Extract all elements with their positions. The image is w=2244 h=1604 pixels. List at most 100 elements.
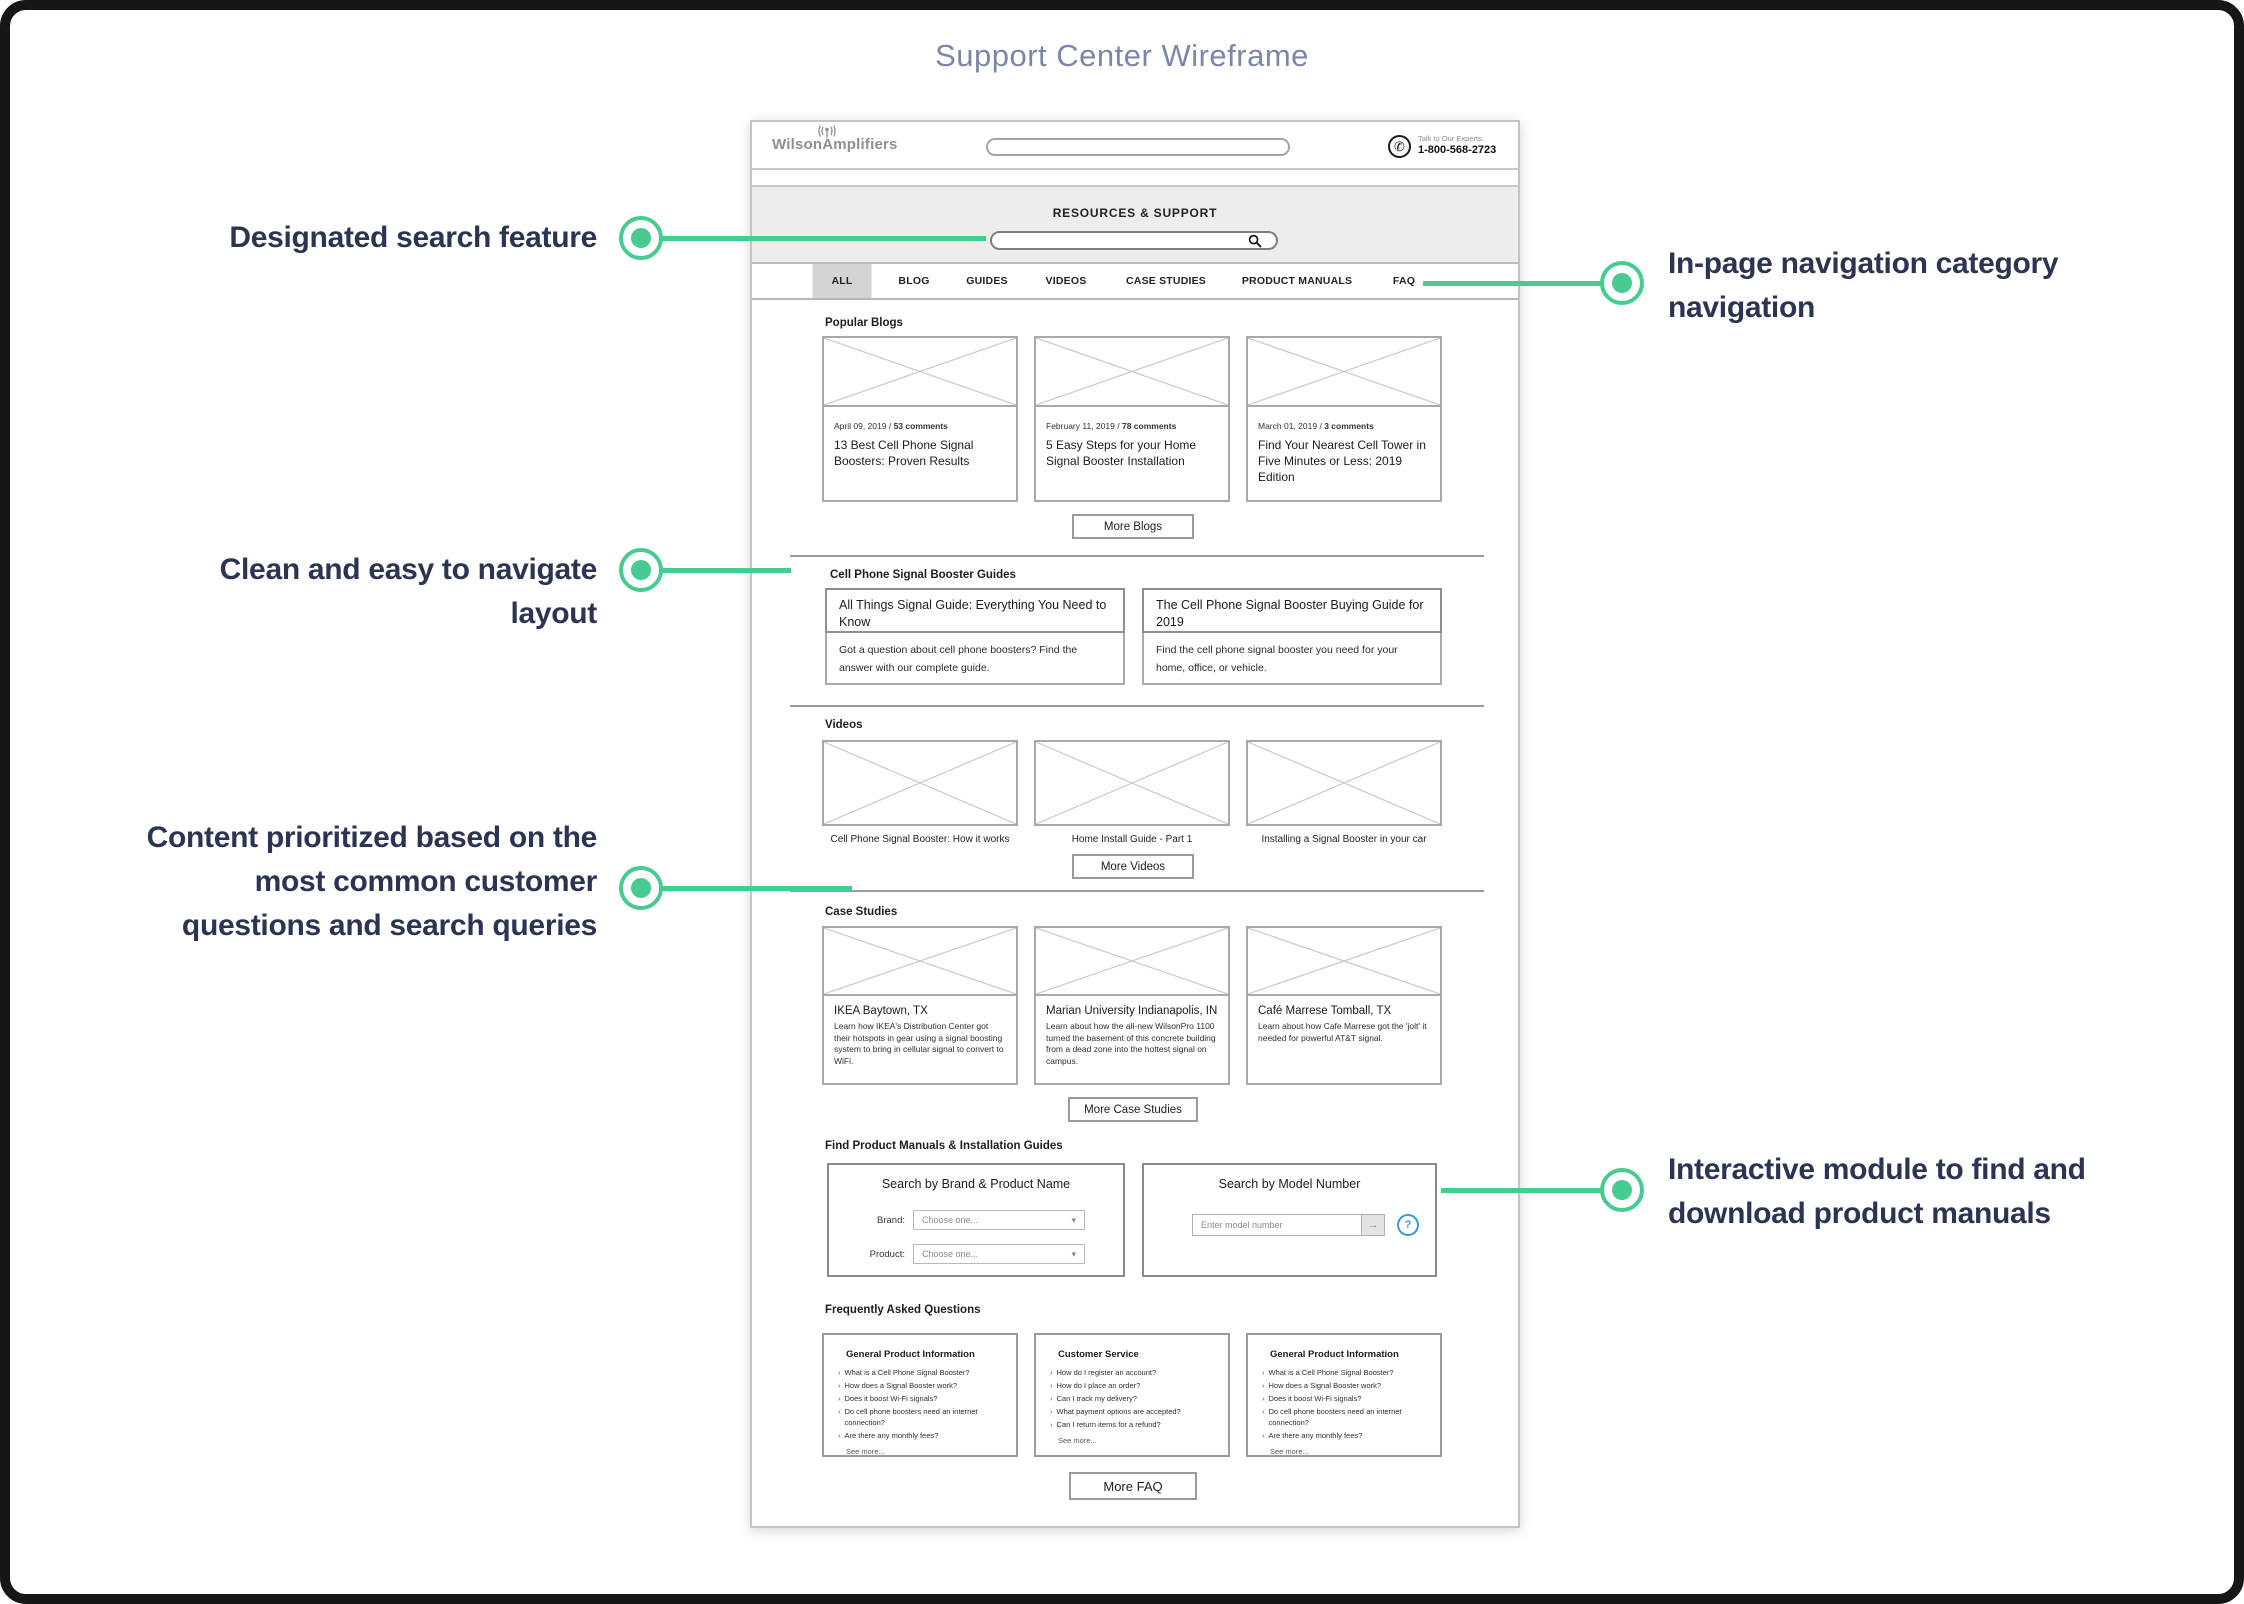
blog-title[interactable]: 13 Best Cell Phone Signal Boosters: Prov…	[834, 438, 974, 468]
resources-search-input[interactable]	[990, 231, 1278, 250]
site-logo[interactable]: WilsonAmplifiers	[772, 125, 898, 153]
faq-question[interactable]: ›What is a Cell Phone Signal Booster?	[1262, 1368, 1394, 1377]
faq-see-more-link[interactable]: See more...	[1270, 1447, 1309, 1456]
faq-question[interactable]: ›Do cell phone boosters need an internet…	[838, 1407, 978, 1427]
product-select[interactable]: Choose one... ▾	[913, 1244, 1085, 1264]
annotation-inpage-nav: In-page navigation category navigation	[1668, 242, 2208, 330]
faq-question[interactable]: ›Are there any monthly fees?	[1262, 1431, 1363, 1440]
tab-case-studies[interactable]: CASE STUDIES	[1126, 275, 1206, 287]
experts-label: Talk to Our Experts:	[1418, 134, 1484, 143]
logo-wilson: Wilson	[772, 136, 823, 153]
faq-question[interactable]: ›Do cell phone boosters need an internet…	[1262, 1407, 1402, 1427]
guide-card[interactable]: The Cell Phone Signal Booster Buying Gui…	[1142, 588, 1442, 685]
case-title[interactable]: Marian University Indianapolis, IN	[1046, 1005, 1218, 1017]
faq-box: Customer Service ›How do I register an a…	[1034, 1333, 1230, 1457]
guide-card[interactable]: All Things Signal Guide: Everything You …	[825, 588, 1125, 685]
case-study-card[interactable]: IKEA Baytown, TX Learn how IKEA's Distri…	[822, 926, 1018, 1085]
annotation-line-layout	[641, 568, 791, 573]
chevron-right-icon: ›	[1262, 1394, 1265, 1403]
blog-card[interactable]: March 01, 2019 / 3 comments Find Your Ne…	[1246, 336, 1442, 502]
annotation-marker-nav	[1600, 261, 1644, 305]
blog-date: March 01, 2019	[1258, 421, 1318, 431]
video-caption[interactable]: Cell Phone Signal Booster: How it works	[830, 834, 1010, 845]
blog-date: February 11, 2019	[1046, 421, 1115, 431]
chevron-down-icon: ▾	[1071, 1214, 1076, 1225]
tab-all[interactable]: ALL	[812, 264, 872, 298]
guide-title[interactable]: The Cell Phone Signal Booster Buying Gui…	[1142, 588, 1442, 633]
chevron-right-icon: ›	[1050, 1394, 1053, 1403]
guide-title[interactable]: All Things Signal Guide: Everything You …	[825, 588, 1125, 633]
video-caption[interactable]: Home Install Guide - Part 1	[1071, 834, 1193, 845]
blog-meta: February 11, 2019 / 78 comments	[1046, 421, 1218, 431]
phone-number: 1-800-568-2723	[1418, 144, 1497, 156]
blog-date: April 09, 2019	[834, 421, 887, 431]
model-number-input[interactable]	[1192, 1214, 1362, 1236]
header-spacer-strip	[752, 170, 1518, 187]
tab-blog[interactable]: BLOG	[898, 275, 930, 287]
tab-videos[interactable]: VIDEOS	[1045, 275, 1087, 287]
image-placeholder-icon	[824, 928, 1016, 994]
brand-select[interactable]: Choose one... ▾	[913, 1210, 1085, 1230]
case-title[interactable]: Café Marrese Tomball, TX	[1258, 1005, 1392, 1017]
chevron-right-icon: ›	[1262, 1407, 1265, 1416]
search-icon[interactable]	[1248, 234, 1262, 248]
more-blogs-button[interactable]: More Blogs	[1072, 514, 1194, 539]
tab-guides[interactable]: GUIDES	[966, 275, 1008, 287]
chevron-right-icon: ›	[1050, 1407, 1053, 1416]
phone-texts: Talk to Our Experts: 1-800-568-2723	[1418, 134, 1496, 156]
annotation-line-content	[641, 886, 852, 891]
video-caption[interactable]: Installing a Signal Booster in your car	[1261, 834, 1427, 845]
blog-title[interactable]: 5 Easy Steps for your Home Signal Booste…	[1046, 438, 1197, 468]
faq-question[interactable]: ›What payment options are accepted?	[1050, 1407, 1181, 1416]
faq-question[interactable]: ›Can I return items for a refund?	[1050, 1420, 1161, 1429]
video-thumbnail[interactable]	[822, 740, 1018, 826]
faq-question[interactable]: ›Does it boost Wi-Fi signals?	[838, 1394, 938, 1403]
chevron-right-icon: ›	[838, 1394, 841, 1403]
tab-faq[interactable]: FAQ	[1392, 275, 1416, 287]
wireframe-panel: WilsonAmplifiers ✆ Talk to Our Experts: …	[750, 120, 1520, 1528]
more-faq-button[interactable]: More FAQ	[1069, 1472, 1197, 1500]
blog-comments: 3 comments	[1324, 421, 1374, 431]
faq-question[interactable]: ›What is a Cell Phone Signal Booster?	[838, 1368, 970, 1377]
model-search-go-button[interactable]: →	[1362, 1214, 1385, 1236]
chevron-right-icon: ›	[1050, 1381, 1053, 1390]
image-placeholder-icon	[1036, 338, 1228, 405]
faq-question[interactable]: ›How does a Signal Booster work?	[838, 1381, 958, 1390]
annotation-search-feature: Designated search feature	[229, 221, 597, 254]
guide-body: Got a question about cell phone boosters…	[825, 633, 1125, 685]
faq-question[interactable]: ›Does it boost Wi-Fi signals?	[1262, 1394, 1362, 1403]
case-study-card[interactable]: Café Marrese Tomball, TX Learn about how…	[1246, 926, 1442, 1085]
more-case-studies-button[interactable]: More Case Studies	[1068, 1097, 1198, 1122]
phone-contact[interactable]: ✆ Talk to Our Experts: 1-800-568-2723	[1388, 134, 1508, 160]
annotation-line-manuals	[1441, 1188, 1622, 1193]
page-title: Support Center Wireframe	[935, 38, 1309, 73]
blog-title[interactable]: Find Your Nearest Cell Tower in Five Min…	[1258, 438, 1426, 484]
chevron-right-icon: ›	[1050, 1420, 1053, 1429]
image-placeholder-icon	[1248, 928, 1440, 994]
faq-question[interactable]: ›Are there any monthly fees?	[838, 1431, 939, 1440]
case-image-placeholder	[1036, 928, 1228, 996]
annotation-marker-search	[619, 216, 663, 260]
blog-card[interactable]: February 11, 2019 / 78 comments 5 Easy S…	[1034, 336, 1230, 502]
blog-card[interactable]: April 09, 2019 / 53 comments 13 Best Cel…	[822, 336, 1018, 502]
faq-question[interactable]: ›How does a Signal Booster work?	[1262, 1381, 1382, 1390]
case-study-card[interactable]: Marian University Indianapolis, IN Learn…	[1034, 926, 1230, 1085]
tab-product-manuals[interactable]: PRODUCT MANUALS	[1241, 275, 1353, 287]
faq-question[interactable]: ›Can I track my delivery?	[1050, 1394, 1137, 1403]
more-videos-button[interactable]: More Videos	[1072, 854, 1194, 879]
video-thumbnail[interactable]	[1034, 740, 1230, 826]
header-search-input[interactable]	[986, 138, 1290, 156]
meta-separator: /	[1117, 421, 1120, 431]
faq-question[interactable]: ›How do I place an order?	[1050, 1381, 1141, 1390]
case-title[interactable]: IKEA Baytown, TX	[834, 1005, 928, 1017]
faq-box-title: General Product Information	[846, 1349, 975, 1360]
video-thumbnail[interactable]	[1246, 740, 1442, 826]
faq-box-title: Customer Service	[1058, 1349, 1139, 1360]
faq-see-more-link[interactable]: See more...	[1058, 1436, 1097, 1445]
faq-see-more-link[interactable]: See more...	[846, 1447, 885, 1456]
faq-box-title: General Product Information	[1270, 1349, 1399, 1360]
help-icon[interactable]: ?	[1397, 1214, 1419, 1236]
faq-question[interactable]: ›How do I register an account?	[1050, 1368, 1157, 1377]
chevron-right-icon: ›	[1262, 1431, 1265, 1440]
blog-image-placeholder	[824, 338, 1016, 407]
